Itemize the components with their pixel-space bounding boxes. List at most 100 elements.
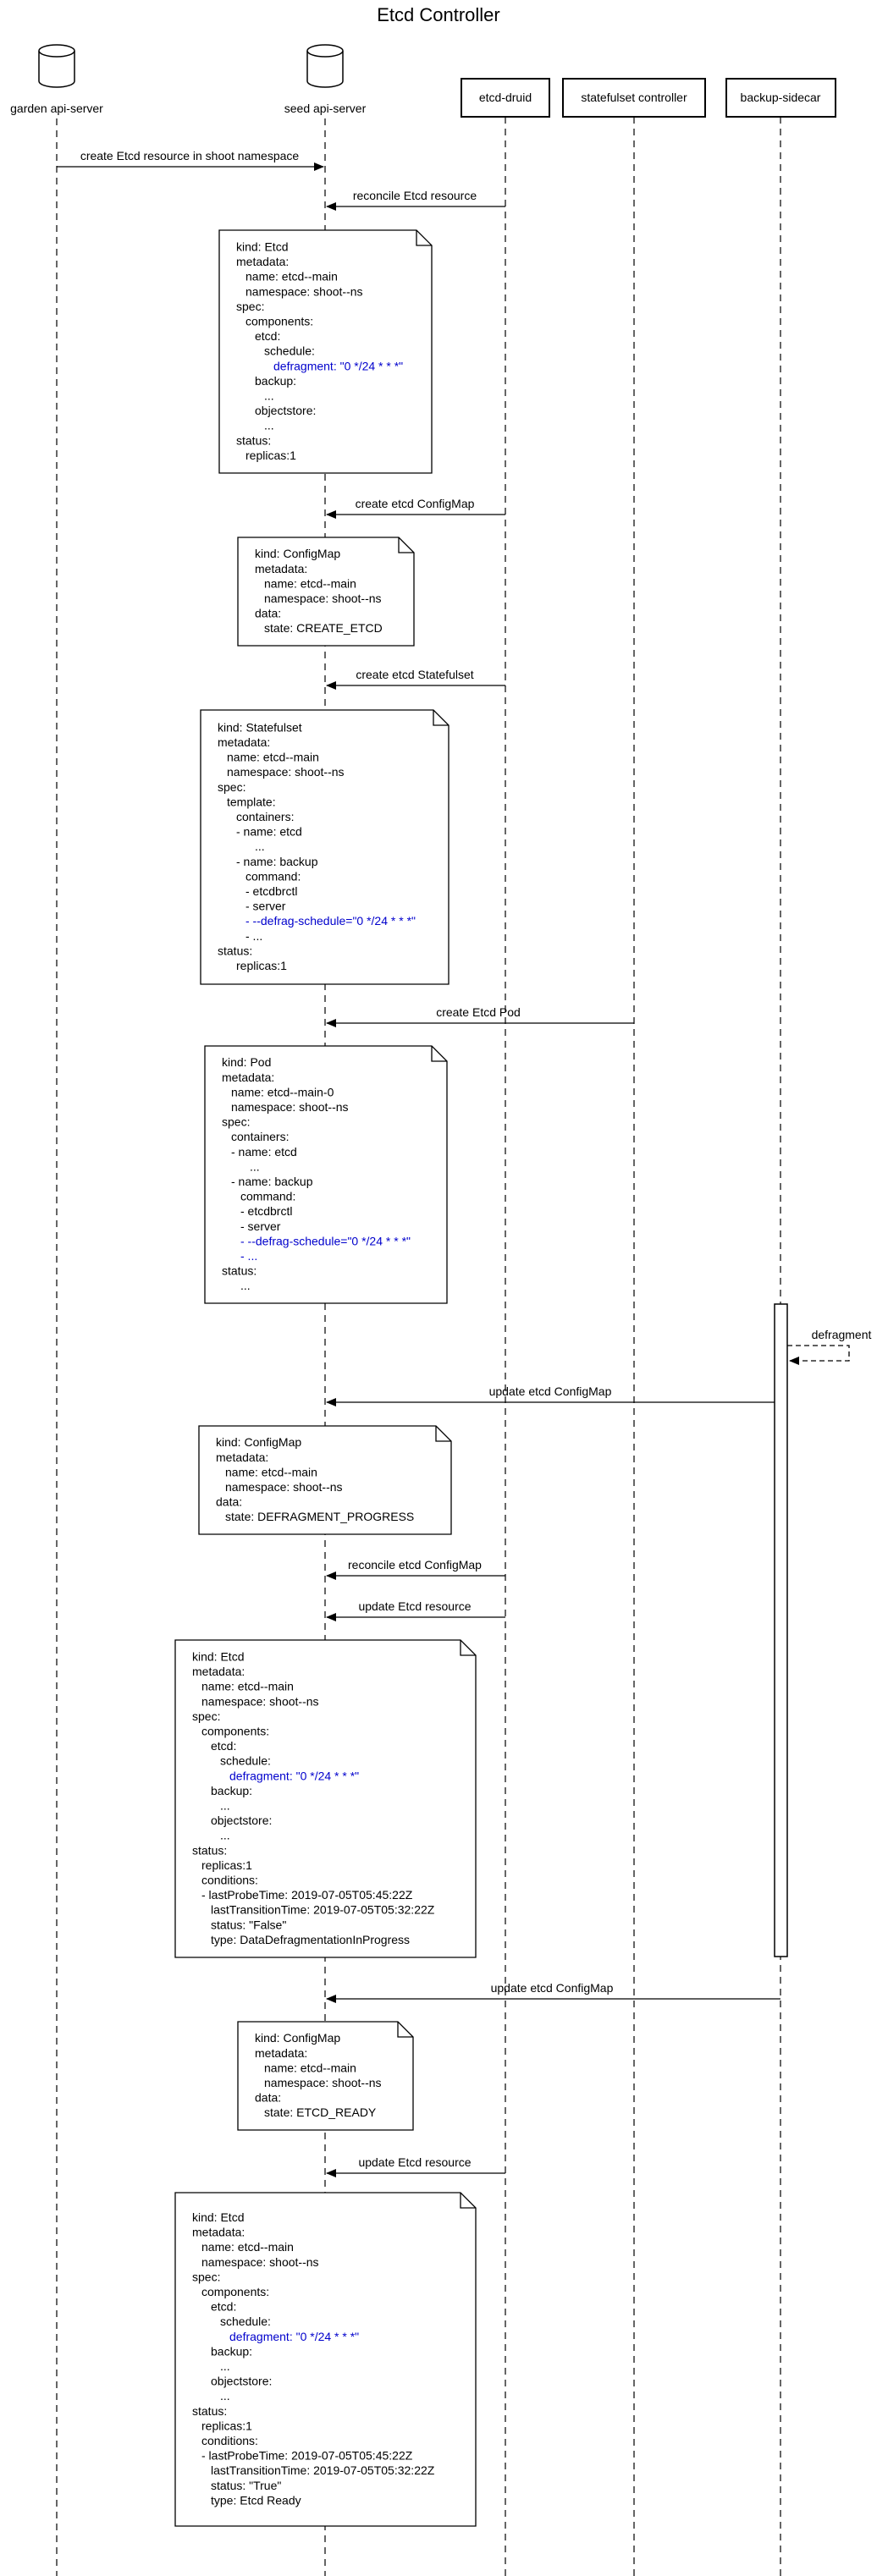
note-line: conditions: [201,2434,258,2447]
note-line: kind: Statefulset [218,720,302,734]
note-line: - etcdbrctl [240,1204,292,1218]
note-line: backup: [211,2344,252,2358]
participant-sidecar: backup-sidecar [725,78,836,118]
note-fold [460,2193,476,2209]
message-label: update etcd ConfigMap [489,1384,612,1398]
message-10: update Etcd resource [326,2155,505,2177]
participant-label-garden: garden api-server [10,102,103,115]
message-8: update Etcd resource [326,1599,505,1621]
note-line: name: etcd--main [245,270,338,283]
note-line: status: [222,1264,256,1278]
note-line: - name: etcd [231,1145,297,1159]
note-fold [435,1426,451,1442]
note-line: objectstore: [211,1814,272,1827]
note-line: status: "False" [211,1918,286,1931]
note-line: - etcdbrctl [245,884,297,898]
note-line: replicas:1 [201,2419,252,2432]
participant-label-sidecar: backup-sidecar [741,91,821,104]
note-line: type: Etcd Ready [211,2493,301,2507]
note-line: kind: ConfigMap [255,547,340,560]
note-line: etcd: [211,2300,236,2314]
message-6: update etcd ConfigMap [326,1384,775,1406]
participant-label-sts: statefulset controller [581,91,687,104]
message-label: update Etcd resource [358,2155,471,2169]
note-line: - name: backup [236,855,318,868]
note-line: namespace: shoot--ns [264,592,382,605]
note-line: defragment: "0 */24 * * *" [273,359,403,372]
note-line: data: [255,607,281,620]
message-2: create etcd ConfigMap [326,497,505,519]
note-line: lastTransitionTime: 2019-07-05T05:32:22Z [211,1903,435,1917]
note-line: ... [220,1799,230,1813]
note-line: metadata: [236,255,289,268]
note-box [174,2192,477,2527]
note-line: etcd: [211,1739,236,1753]
note-line: replicas:1 [245,449,296,462]
note-line: - ... [245,929,262,943]
note-line: replicas:1 [236,959,287,972]
note-line: backup: [255,374,296,388]
note-line: data: [216,1495,242,1509]
note-line: - server [245,900,286,913]
note-line: ... [264,389,274,403]
message-9: update etcd ConfigMap [326,1981,780,2003]
note-line: - --defrag-schedule="0 */24 * * *" [245,914,416,927]
note-line: name: etcd--main [264,576,356,590]
message-label: create etcd Statefulset [356,668,473,681]
note-fold [397,2022,413,2038]
note-line: state: CREATE_ETCD [264,621,383,635]
note-line: metadata: [255,562,307,575]
note-fold [433,710,449,726]
note-line: ... [220,1829,230,1842]
note-line: - name: etcd [236,825,302,839]
database-icon [38,44,75,88]
note-line: metadata: [255,2046,307,2060]
note-line: metadata: [222,1071,274,1084]
note-line: replicas:1 [201,1858,252,1872]
note-line: kind: ConfigMap [255,2031,340,2045]
note-box [237,537,415,647]
message-label: reconcile Etcd resource [353,189,477,202]
note-line: spec: [192,2270,220,2283]
note-line: status: [192,1843,227,1857]
message-4: create Etcd Pod [326,1005,634,1027]
message-7: reconcile etcd ConfigMap [326,1558,505,1580]
note-line: spec: [192,1709,220,1723]
note-line: namespace: shoot--ns [201,2255,319,2269]
note-line: ... [255,839,265,853]
note-configmap-1: kind: ConfigMap metadata:name: etcd--main… [237,537,415,647]
message-0: create Etcd resource in shoot namespace [57,149,324,171]
database-icon [306,44,344,88]
note-line: state: DEFRAGMENT_PROGRESS [225,1510,414,1523]
note-line: metadata: [216,1450,268,1464]
lifelines [56,117,781,2576]
note-box [198,1425,452,1535]
note-line: spec: [222,1115,250,1129]
note-fold [460,1640,476,1656]
note-line: - server [240,1219,281,1233]
note-line: kind: ConfigMap [216,1435,301,1449]
note-line: defragment: "0 */24 * * *" [229,1769,359,1782]
note-line: spec: [218,780,245,794]
note-line: metadata: [192,2226,245,2239]
note-fold [431,1046,447,1062]
note-line: status: [236,433,271,447]
note-fold [416,230,432,246]
note-line: status: [192,2404,227,2418]
note-line: - name: backup [231,1175,313,1188]
note-line: command: [245,869,301,883]
note-line: metadata: [218,735,270,749]
note-line: ... [220,2359,230,2373]
note-line: data: [255,2091,281,2105]
note-line: components: [201,2285,269,2298]
note-line: name: etcd--main [201,2240,294,2254]
note-line: lastTransitionTime: 2019-07-05T05:32:22Z [211,2463,435,2477]
note-line: status: [218,944,252,957]
note-box [174,1639,477,1958]
note-line: - --defrag-schedule="0 */24 * * *" [240,1234,411,1247]
